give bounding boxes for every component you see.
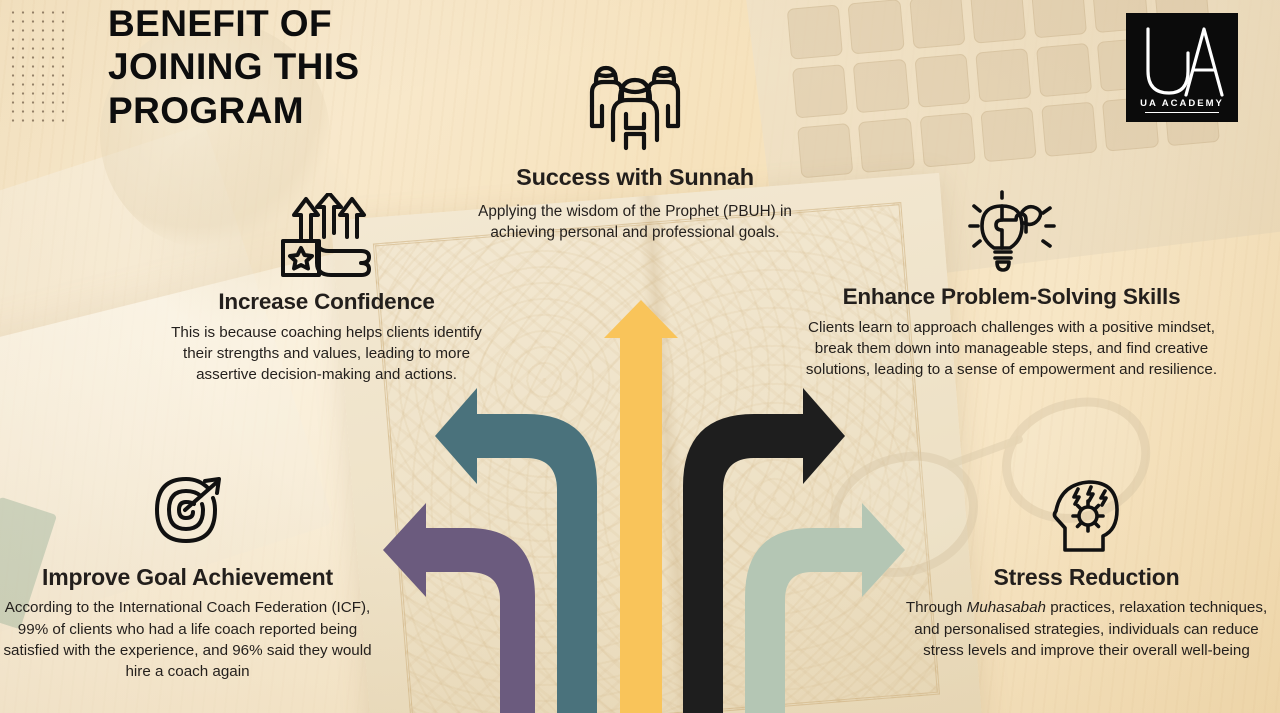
ua-monogram-icon	[1146, 27, 1224, 97]
benefit-heading: Improve Goal Achievement	[42, 564, 333, 590]
arrow-purple-left	[383, 503, 535, 713]
arrow-sage-right	[745, 503, 905, 713]
lightbulb-puzzle-icon	[967, 190, 1056, 272]
benefit-body: According to the International Coach Fed…	[3, 599, 372, 680]
benefit-heading: Success with Sunnah	[516, 164, 754, 190]
page-title-line-2: JOINING THIS	[108, 46, 360, 88]
team-people-icon	[589, 65, 681, 151]
ua-academy-logo: UA ACADEMY	[1126, 13, 1238, 122]
benefit-body-pre: Through	[905, 599, 967, 617]
benefit-heading: Enhance Problem-Solving Skills	[842, 284, 1181, 309]
benefit-body: Clients learn to approach challenges wit…	[805, 318, 1218, 379]
benefit-heading: Increase Confidence	[218, 289, 435, 314]
benefit-card-goal-achievement: Improve Goal Achievement According to th…	[0, 472, 375, 682]
benefit-card-stress-reduction: Stress Reduction Through Muhasabah pract…	[900, 472, 1273, 661]
arrow-teal-left	[435, 388, 597, 713]
ua-academy-wordmark: UA ACADEMY	[1140, 98, 1224, 109]
benefit-body: Applying the wisdom of the Prophet (PBUH…	[478, 203, 792, 242]
logo-underline	[1145, 112, 1219, 113]
page-title-line-3: PROGRAM	[108, 89, 305, 131]
page-title: BENEFIT OF JOINING THIS PROGRAM	[108, 2, 538, 132]
benefit-body: Through Muhasabah practices, relaxation …	[900, 597, 1273, 660]
benefit-card-increase-confidence: Increase Confidence This is because coac…	[163, 193, 490, 385]
arrow-black-right	[683, 388, 845, 713]
arrow-yellow-up	[604, 300, 678, 713]
dot-grid-decoration	[8, 8, 64, 128]
benefit-body-post: practices, relaxation techniques, and pe…	[914, 599, 1268, 659]
benefit-body-italic-term: Muhasabah	[966, 599, 1046, 617]
benefit-card-success-with-sunnah: Success with Sunnah Applying the wisdom …	[470, 48, 800, 244]
head-gear-stress-icon	[1052, 480, 1119, 552]
page-title-line-1: BENEFIT OF	[108, 3, 332, 44]
target-arrow-icon	[154, 477, 221, 543]
thumbs-up-growth-icon	[280, 193, 371, 277]
benefit-heading: Stress Reduction	[993, 564, 1180, 590]
benefit-card-problem-solving: Enhance Problem-Solving Skills Clients l…	[793, 186, 1230, 380]
benefit-body: This is because coaching helps clients i…	[171, 323, 482, 384]
